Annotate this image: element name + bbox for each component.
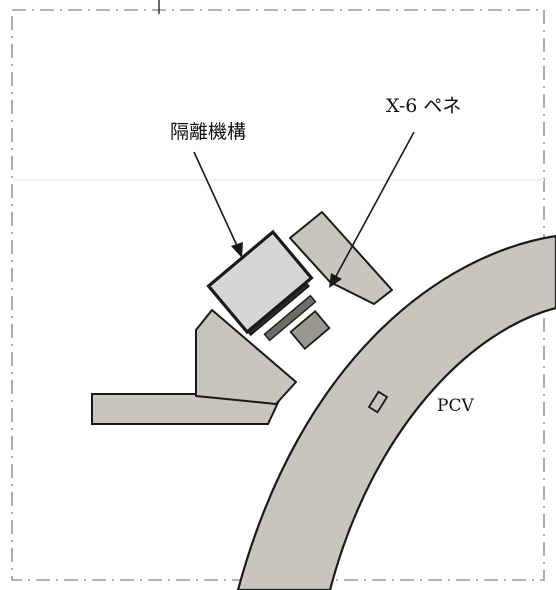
penetration-leader bbox=[334, 131, 415, 279]
pcv-vessel-wall bbox=[236, 234, 556, 590]
right-bracket bbox=[289, 211, 393, 305]
vessel-wall-plate bbox=[367, 390, 389, 414]
left-bracket bbox=[195, 309, 297, 405]
penetration-label: X-6 ペネ bbox=[386, 95, 461, 117]
isolation-mechanism-label: 隔離機構 bbox=[170, 121, 246, 143]
penetration-arrowhead bbox=[329, 273, 342, 288]
flange-plate-inner bbox=[263, 294, 317, 342]
isolation-mechanism-arrowhead bbox=[231, 242, 243, 258]
pcv-label: PCV bbox=[437, 396, 474, 416]
isolation-mechanism-leader bbox=[193, 151, 239, 249]
x6-penetration-stub bbox=[289, 310, 331, 350]
isolation-mechanism-body bbox=[206, 229, 314, 335]
